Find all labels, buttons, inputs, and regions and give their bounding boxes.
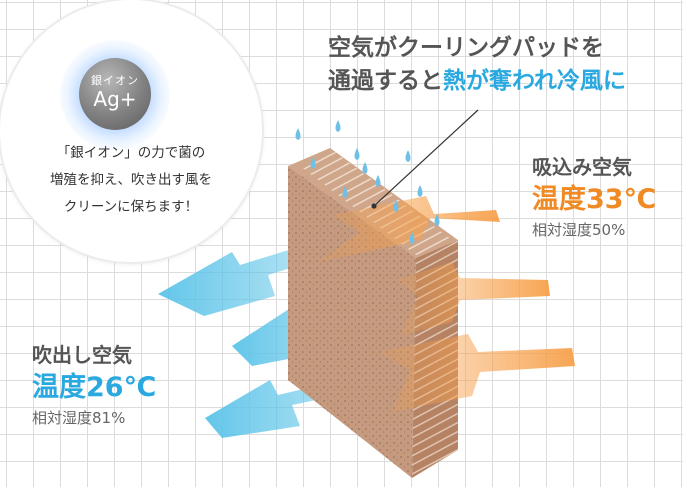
water-drops	[295, 120, 440, 244]
headline: 空気がクーリングパッドを 通過すると熱が奪われ冷風に	[328, 32, 626, 98]
headline-line-2-accent: 熱が奪われ冷風に	[443, 68, 626, 94]
water-drop-icon	[354, 148, 360, 160]
water-drop-icon	[342, 186, 348, 198]
intake-humidity: 相対湿度50%	[532, 221, 626, 239]
water-drop-icon	[405, 150, 411, 162]
headline-line-2-plain: 通過すると	[328, 68, 443, 94]
intake-arrow-bottom	[378, 334, 575, 412]
silver-ion-line-1: 「銀イオン」の力で菌の	[56, 145, 206, 161]
ion-label: 銀イオン	[91, 74, 139, 87]
water-drop-icon	[417, 185, 423, 197]
water-drop-icon	[375, 175, 381, 187]
outflow-temperature: 温度26℃	[32, 372, 157, 403]
intake-arrows	[318, 196, 575, 412]
headline-line-2: 通過すると熱が奪われ冷風に	[328, 65, 626, 98]
intake-arrow-top	[318, 196, 500, 262]
outflow-humidity: 相対湿度81%	[32, 409, 126, 427]
outflow-label: 吹出し空気	[32, 343, 132, 367]
headline-line-1: 空気がクーリングパッドを	[328, 35, 604, 61]
water-drop-icon	[295, 128, 301, 140]
intake-info: 吸込み空気 温度33℃ 相対湿度50%	[532, 152, 656, 242]
silver-ion-line-3: クリーンに保ちます！	[63, 199, 199, 215]
water-drop-icon	[393, 200, 399, 212]
water-drop-icon	[335, 120, 341, 132]
water-drop-icon	[362, 162, 368, 174]
water-drop-icon	[310, 157, 316, 169]
intake-temperature: 温度33℃	[532, 184, 657, 215]
callout-leader	[371, 109, 479, 209]
intake-arrow-middle	[396, 262, 550, 336]
outflow-info: 吹出し空気 温度26℃ 相対湿度81%	[32, 340, 156, 430]
water-drop-icon	[434, 214, 440, 226]
ion-symbol: Ag+	[93, 87, 137, 111]
water-drop-icon	[409, 232, 415, 244]
intake-label: 吸込み空気	[532, 155, 632, 179]
silver-ion-line-2: 増殖を抑え、吹き出す風を	[50, 172, 212, 188]
silver-ion-description: 「銀イオン」の力で菌の 増殖を抑え、吹き出す風を クリーンに保ちます！	[26, 140, 236, 221]
silver-ion-icon: 銀イオン Ag+	[79, 58, 151, 130]
